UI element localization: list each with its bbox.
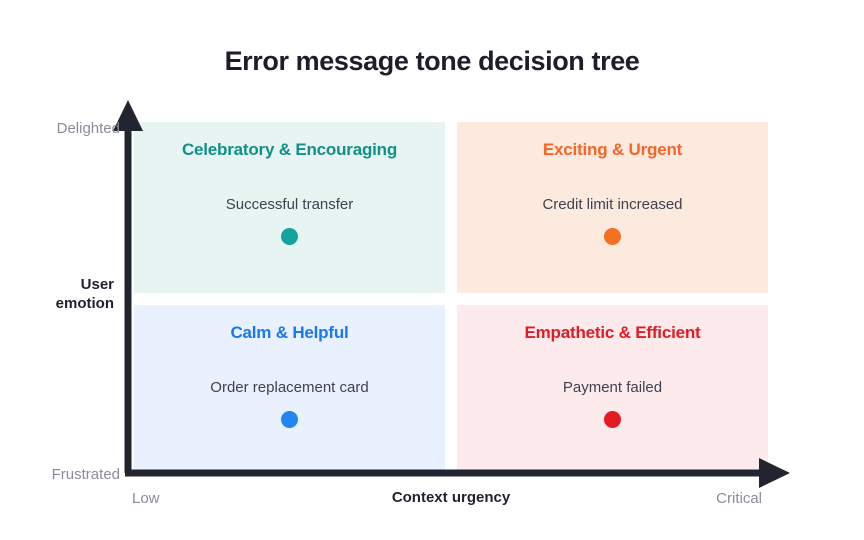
quadrant-example-order-replacement-card: Order replacement card <box>210 379 369 396</box>
y-axis-max-label: Delighted <box>56 120 120 137</box>
quadrant-title-empathetic-efficient: Empathetic & Efficient <box>524 323 701 342</box>
quadrant-example-credit-limit-increased: Credit limit increased <box>542 196 683 213</box>
plot-area: Celebratory & Encouraging Successful tra… <box>134 122 768 476</box>
data-point-dot-successful-transfer[interactable] <box>281 228 298 245</box>
page-title: Error message tone decision tree <box>224 46 640 76</box>
quadrant-example-successful-transfer: Successful transfer <box>225 196 354 213</box>
data-point-dot-payment-failed[interactable] <box>604 411 621 428</box>
x-axis-max-label: Critical <box>716 490 762 507</box>
quadrant-top-right[interactable]: Exciting & Urgent Credit limit increased <box>457 122 768 293</box>
quadrant-bottom-left[interactable]: Calm & Helpful Order replacement card <box>134 305 445 476</box>
quadrant-title-calm-helpful: Calm & Helpful <box>230 323 349 342</box>
y-axis-min-label: Frustrated <box>51 466 120 483</box>
data-point-dot-order-replacement-card[interactable] <box>281 411 298 428</box>
data-point-dot-credit-limit-increased[interactable] <box>604 228 621 245</box>
quadrant-top-left[interactable]: Celebratory & Encouraging Successful tra… <box>134 122 445 293</box>
x-axis-title: Context urgency <box>391 489 511 506</box>
quadrant-title-celebratory-encouraging: Celebratory & Encouraging <box>181 140 398 159</box>
quadrant-bottom-right[interactable]: Empathetic & Efficient Payment failed <box>457 305 768 476</box>
x-axis-min-label: Low <box>132 490 160 507</box>
quadrant-example-payment-failed: Payment failed <box>562 379 663 396</box>
quadrant-title-exciting-urgent: Exciting & Urgent <box>542 140 683 159</box>
